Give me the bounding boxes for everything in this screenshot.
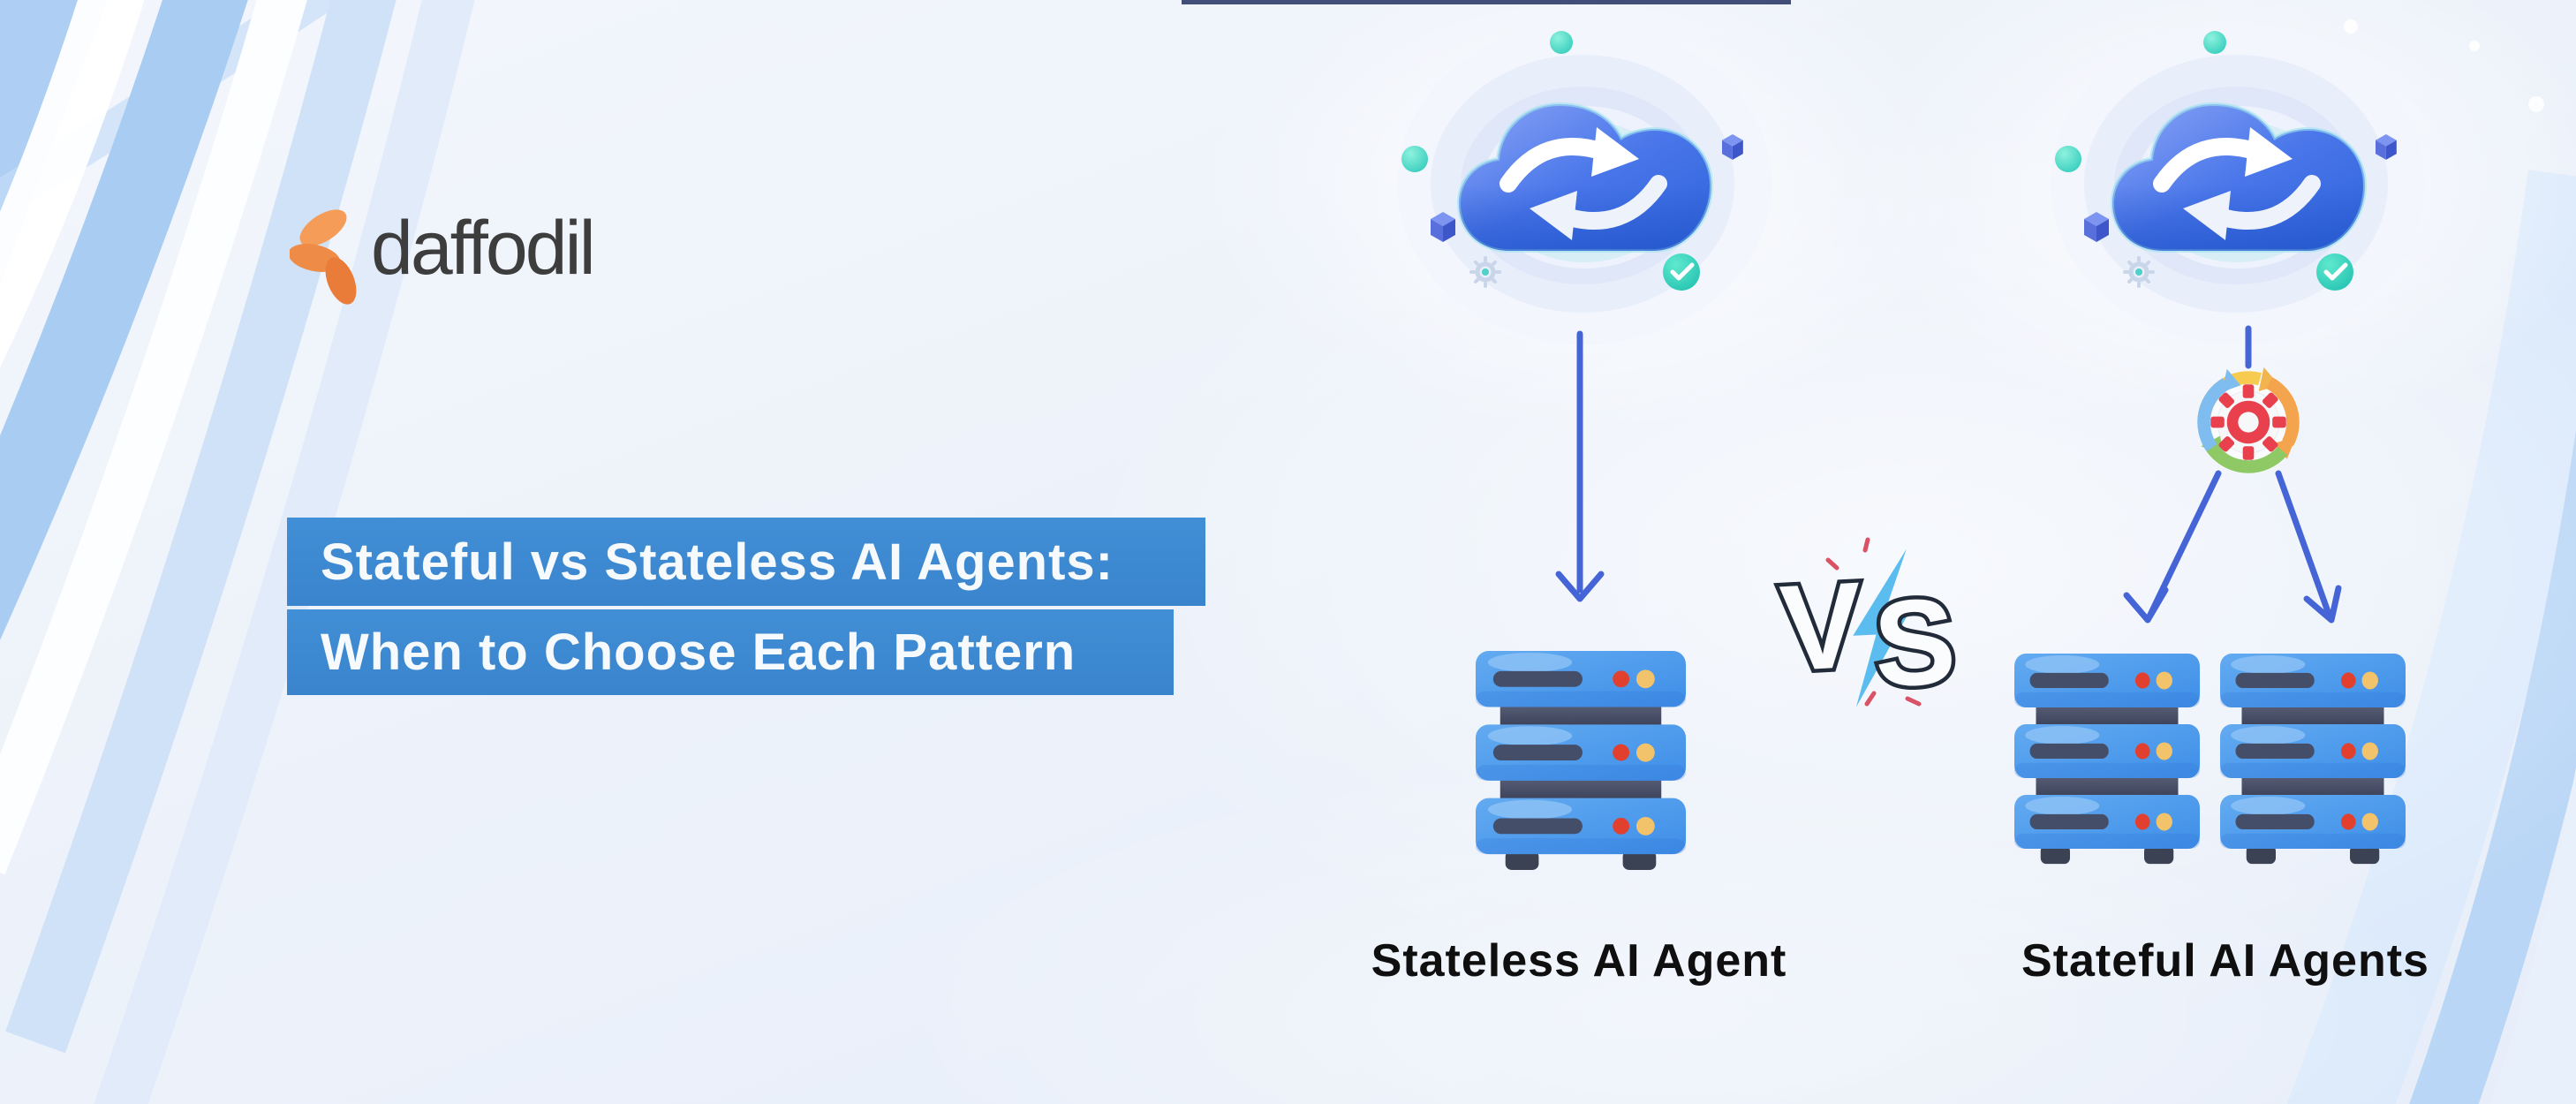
stateless-server-stack-icon bbox=[1476, 651, 1686, 872]
vs-badge: V S bbox=[1773, 537, 1963, 717]
gear-cycle-icon bbox=[2188, 362, 2308, 482]
title-line-2-text: When to Choose Each Pattern bbox=[321, 624, 1076, 681]
stateful-cloud-sync-icon bbox=[2042, 11, 2430, 364]
vs-letter-s: S bbox=[1870, 573, 1959, 714]
spark-ticks bbox=[1825, 537, 1922, 707]
title-line-2: When to Choose Each Pattern bbox=[287, 609, 1174, 695]
daffodil-flower-icon bbox=[290, 209, 357, 305]
stateful-server-stack-icon-1 bbox=[2014, 654, 2200, 866]
vs-letter-v: V bbox=[1777, 557, 1865, 698]
stateless-agent-label: Stateless AI Agent bbox=[1371, 935, 1787, 987]
daffodil-logo: daffodil bbox=[290, 203, 596, 309]
branch-right-line bbox=[2275, 470, 2333, 620]
lightning-bolt-icon bbox=[1853, 548, 1909, 707]
stateful-server-stack-icon-2 bbox=[2220, 654, 2406, 866]
title-line-1-text: Stateful vs Stateless AI Agents: bbox=[321, 533, 1114, 591]
branch-left-arrow-head bbox=[2123, 586, 2169, 624]
branch-left-line bbox=[2146, 470, 2222, 620]
branch-right-arrow-head bbox=[2303, 585, 2342, 624]
title-line-1: Stateful vs Stateless AI Agents: bbox=[287, 518, 1205, 606]
logo-wordmark: daffodil bbox=[371, 206, 596, 291]
stateful-agents-label: Stateful AI Agents bbox=[2021, 935, 2429, 987]
stateless-cloud-sync-icon bbox=[1388, 11, 1777, 364]
down-arrow-head bbox=[1555, 571, 1605, 602]
top-accent-line bbox=[1182, 0, 1791, 4]
